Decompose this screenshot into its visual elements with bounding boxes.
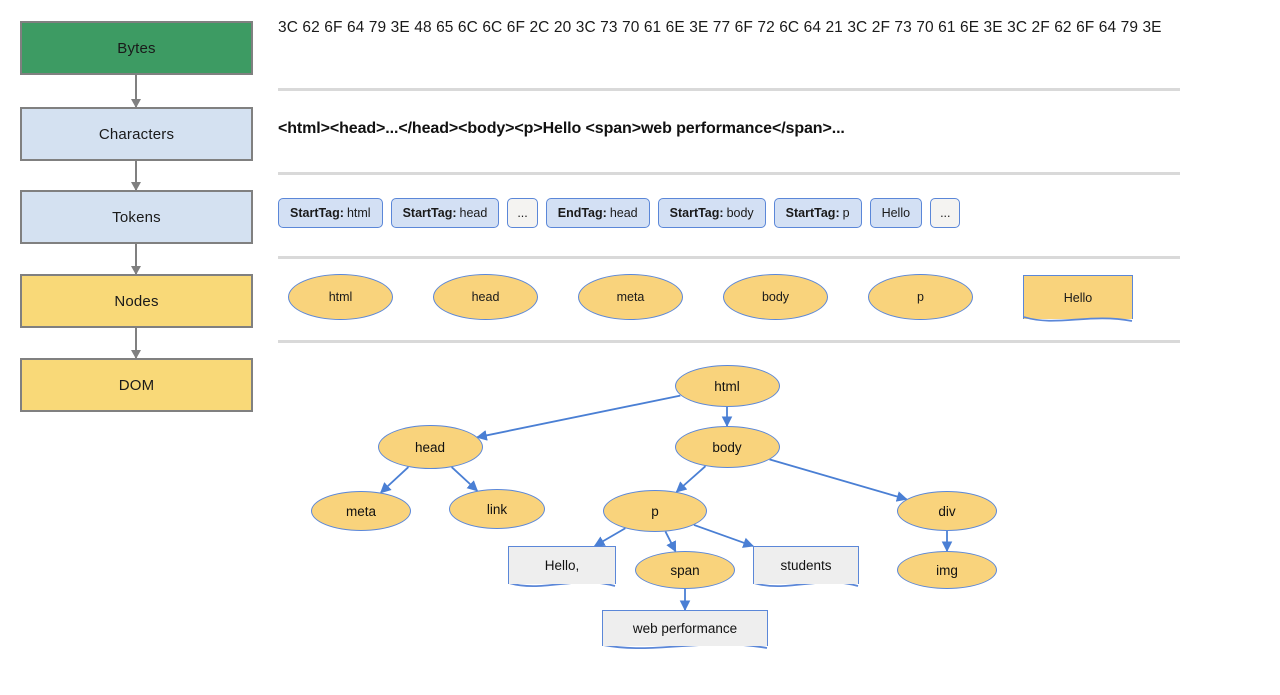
- token-pill: EndTag:head: [545, 198, 650, 228]
- separator-line-3: [278, 256, 1180, 259]
- dom-node-label: meta: [345, 503, 376, 519]
- node-label: p: [917, 290, 924, 304]
- stage-box-nodes: Nodes: [20, 274, 253, 328]
- dom-tree-edge: [769, 458, 908, 502]
- dom-node-label: img: [936, 562, 958, 578]
- dom-text-node: web performance: [602, 610, 768, 646]
- token-name: html: [346, 206, 371, 220]
- dom-tree-edge: [593, 527, 626, 547]
- token-pill: StartTag:html: [278, 198, 383, 228]
- token-kind: StartTag:: [290, 206, 344, 220]
- stage-box-dom: DOM: [20, 358, 253, 412]
- dom-element-node: html: [674, 365, 780, 407]
- stage-label-dom: DOM: [118, 376, 155, 394]
- dom-tree-edge: [451, 466, 479, 492]
- separator-line-2: [278, 172, 1180, 175]
- token-name: ...: [940, 206, 951, 220]
- dom-tree-edge: [476, 394, 681, 441]
- bytes-hex-text: 3C 62 6F 64 79 3E 48 65 6C 6C 6F 2C 20 3…: [278, 19, 1162, 36]
- token-pill: ...: [930, 198, 961, 228]
- dom-text-node: Hello,: [508, 546, 616, 584]
- token-kind: StartTag:: [402, 206, 457, 220]
- token-pill: StartTag:body: [657, 198, 766, 228]
- stage-arrow-tokens-to-nodes: [131, 244, 141, 275]
- dom-element-node: span: [635, 551, 735, 589]
- dom-element-node: head: [377, 425, 483, 469]
- stage-label-nodes: Nodes: [114, 292, 159, 310]
- dom-node-label: link: [486, 501, 508, 517]
- dom-node-label: Hello,: [544, 558, 580, 573]
- token-pill: ...: [507, 198, 538, 228]
- token-name: Hello: [881, 206, 911, 220]
- token-name: body: [726, 206, 754, 220]
- dom-element-node: img: [897, 551, 997, 589]
- dom-node-label: students: [780, 558, 832, 573]
- stage-label-characters: Characters: [98, 125, 175, 143]
- dom-node-label: p: [651, 503, 659, 519]
- stage-box-bytes: Bytes: [20, 21, 253, 75]
- stage-box-tokens: Tokens: [20, 190, 253, 244]
- separator-line-4: [278, 340, 1180, 343]
- token-name: head: [609, 206, 638, 220]
- dom-node-label: span: [670, 562, 700, 578]
- token-kind: EndTag:: [557, 206, 607, 220]
- node-ellipse: head: [433, 274, 538, 320]
- dom-element-node: body: [674, 426, 780, 468]
- dom-node-label: web performance: [632, 621, 738, 636]
- dom-text-node: students: [753, 546, 859, 584]
- token-name: ...: [517, 206, 528, 220]
- token-name: p: [842, 206, 850, 220]
- dom-node-label: body: [712, 439, 742, 455]
- node-ellipse: html: [288, 274, 393, 320]
- dom-node-label: div: [938, 503, 956, 519]
- node-ellipse: p: [868, 274, 973, 320]
- characters-markup-text: <html><head>...</head><body><p>Hello <sp…: [278, 120, 845, 137]
- node-label: meta: [616, 290, 645, 304]
- dom-tree-edge: [664, 531, 677, 553]
- dom-element-node: p: [603, 490, 707, 532]
- dom-node-label: head: [414, 439, 446, 455]
- token-kind: StartTag:: [669, 206, 724, 220]
- stage-label-tokens: Tokens: [112, 208, 161, 226]
- node-wave-bottom: [1023, 316, 1133, 322]
- token-name: head: [459, 206, 488, 220]
- node-label: body: [761, 290, 790, 304]
- dom-element-node: meta: [311, 491, 411, 531]
- separator-line-1: [278, 88, 1180, 91]
- stage-arrow-nodes-to-dom: [131, 328, 141, 359]
- node-ellipse: body: [723, 274, 828, 320]
- dom-tree-edge: [675, 465, 707, 493]
- node-document-shape: Hello: [1023, 275, 1133, 319]
- token-pill: StartTag:head: [390, 198, 500, 228]
- stage-label-bytes: Bytes: [117, 39, 156, 57]
- node-label: html: [328, 290, 353, 304]
- dom-element-node: link: [449, 489, 545, 529]
- dom-node-label: html: [714, 378, 740, 394]
- stage-arrow-bytes-to-characters: [131, 75, 141, 108]
- token-pill: StartTag:p: [773, 198, 862, 228]
- node-label: Hello: [1063, 290, 1093, 305]
- stage-box-characters: Characters: [20, 107, 253, 161]
- token-kind: StartTag:: [785, 206, 840, 220]
- dom-tree-edge: [693, 524, 755, 548]
- dom-element-node: div: [897, 491, 997, 531]
- token-pill: Hello: [869, 198, 923, 228]
- stage-arrow-characters-to-tokens: [131, 161, 141, 191]
- dom-tree-edge: [380, 466, 409, 494]
- node-label: head: [471, 290, 500, 304]
- node-ellipse: meta: [578, 274, 683, 320]
